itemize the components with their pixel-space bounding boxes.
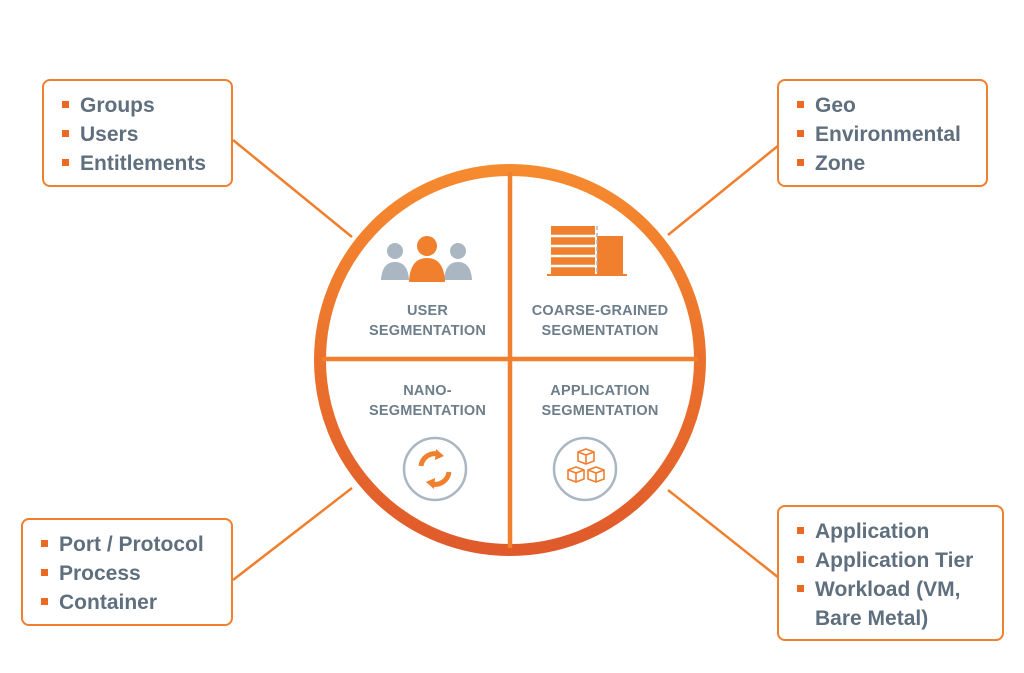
list-item: Workload (VM, Bare Metal) — [797, 575, 1002, 633]
list-item: Application Tier — [797, 546, 1002, 575]
application-segmentation-label: APPLICATION SEGMENTATION — [541, 383, 659, 419]
list-item: Entitlements — [62, 149, 231, 178]
list-item: Port / Protocol — [41, 530, 231, 559]
nano-attributes-box: Port / Protocol Process Container — [21, 518, 233, 626]
list-item: Users — [62, 120, 231, 149]
list-item: Zone — [797, 149, 986, 178]
application-attributes-box: Application Application Tier Workload (V… — [777, 505, 1004, 641]
nano-segmentation-label: NANO- SEGMENTATION — [368, 383, 487, 419]
cycle-arrows-icon — [402, 436, 468, 502]
user-segmentation-label: USER SEGMENTATION — [368, 303, 487, 339]
list-item: Geo — [797, 91, 986, 120]
coarse-grained-segmentation-label: COARSE-GRAINED SEGMENTATION — [531, 303, 669, 339]
connector-bottom-right — [667, 489, 780, 579]
people-icon — [381, 236, 472, 282]
coarse-attributes-box: Geo Environmental Zone — [777, 79, 988, 187]
connector-top-left — [232, 139, 353, 238]
list-item: Environmental — [797, 120, 986, 149]
list-item: Container — [41, 588, 231, 617]
list-item: Application — [797, 517, 1002, 546]
list-item: Groups — [62, 91, 231, 120]
connector-bottom-left — [232, 487, 353, 581]
user-attributes-box: Groups Users Entitlements — [42, 79, 233, 187]
list-item: Process — [41, 559, 231, 588]
connector-top-right — [667, 144, 780, 236]
boxes-icon — [552, 436, 618, 502]
building-icon — [547, 226, 627, 276]
